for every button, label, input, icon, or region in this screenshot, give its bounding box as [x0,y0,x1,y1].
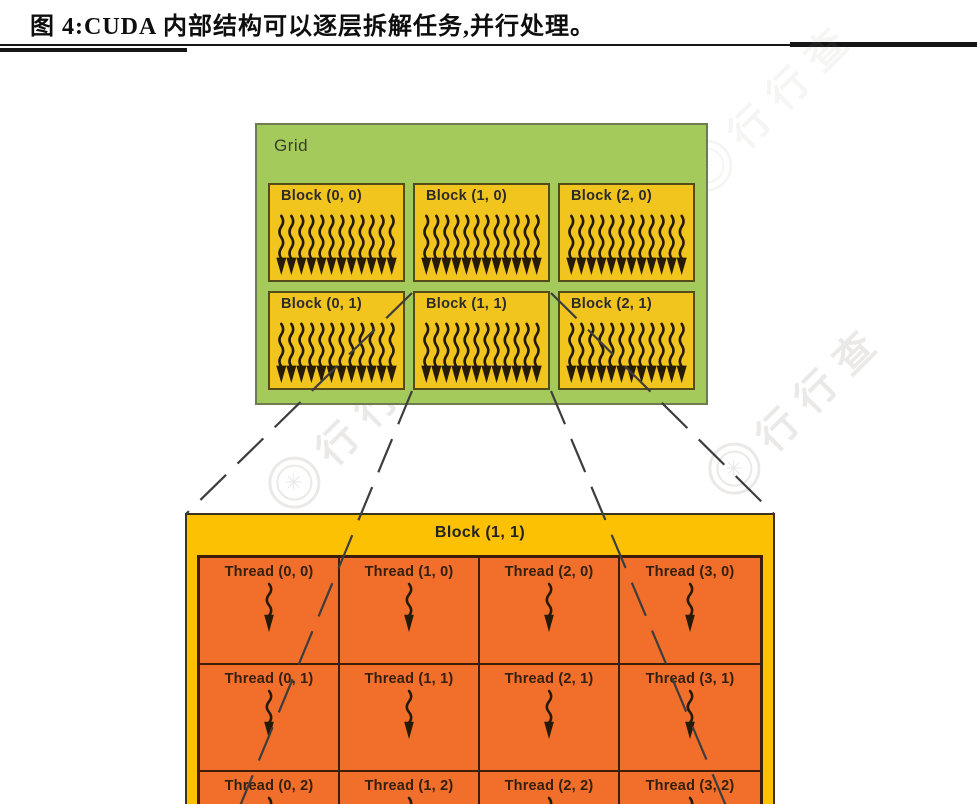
thread-label: Thread (3, 1) [645,671,735,687]
thread-cell: Thread (3, 2) [620,772,760,804]
watermark-text: 行行查 [720,11,867,158]
thread-cell: Thread (2, 1) [480,665,620,772]
thread-squiggles-icon [421,322,542,384]
thread-arrow-icon [685,582,695,633]
thread-cell: Thread (1, 2) [340,772,480,804]
figure-caption-text: 图 4:CUDA 内部结构可以逐层拆解任务,并行处理。 [30,14,595,40]
thread-table: Thread (0, 0) Thread (1, 0) Thread (2, 0) T… [197,555,763,804]
thread-arrow-icon [688,796,694,804]
block-label: Block (1, 0) [426,188,507,204]
thread-label: Thread (1, 2) [364,778,454,794]
grid-block: Block (1, 0) [413,183,550,282]
thread-cell: Thread (1, 1) [340,665,480,772]
thread-cell: Thread (3, 0) [620,558,760,665]
thread-label: Thread (2, 0) [504,564,594,580]
grid-block: Block (2, 1) [558,291,695,390]
block-label: Block (0, 0) [281,188,362,204]
watermark-logo-icon [257,445,332,520]
watermark-text: 行行查 [748,314,895,461]
thread-label: Thread (3, 2) [645,778,735,794]
thread-cell: Thread (0, 1) [200,665,340,772]
thread-squiggles-icon [421,214,542,276]
thread-label: Thread (1, 1) [364,671,454,687]
thread-squiggles-icon [276,214,397,276]
block-label: Block (2, 0) [571,188,652,204]
thread-label: Thread (2, 2) [504,778,594,794]
thread-cell: Thread (0, 0) [200,558,340,665]
expanded-block-label: Block (1, 1) [434,524,526,541]
thread-arrow-icon [544,582,554,633]
thread-arrow-icon [404,582,414,633]
grid-block: Block (1, 1) [413,291,550,390]
thread-arrow-icon [547,796,553,804]
thread-cell: Thread (3, 1) [620,665,760,772]
thread-arrow-icon [544,689,554,740]
caption-rule-right-segment [790,42,977,47]
grid-blocks: Block (0, 0) Block (1, 0) Block (2, 0) Bloc… [268,183,695,390]
thread-arrow-icon [264,689,274,740]
thread-label: Thread (0, 0) [224,564,314,580]
thread-label: Thread (3, 0) [645,564,735,580]
cuda-grid-box: Grid Block (0, 0) Block (1, 0) Block (2, 0… [255,123,708,405]
thread-squiggles-icon [566,214,687,276]
thread-squiggles-icon [276,322,397,384]
thread-arrow-icon [264,582,274,633]
thread-label: Thread (0, 2) [224,778,314,794]
thread-label: Thread (1, 0) [364,564,454,580]
grid-block: Block (0, 0) [268,183,405,282]
watermark: 行行查 [695,307,896,508]
thread-cell: Thread (2, 0) [480,558,620,665]
thread-cell: Thread (0, 2) [200,772,340,804]
thread-squiggles-icon [566,322,687,384]
grid-label: Grid [274,136,309,155]
grid-block: Block (2, 0) [558,183,695,282]
thread-cell: Thread (2, 2) [480,772,620,804]
thread-arrow-icon [267,796,273,804]
block-label: Block (2, 1) [571,296,652,312]
thread-arrow-icon [404,689,414,740]
expanded-block-box: Block (1, 1) Thread (0, 0)Thread (1, 0)T… [185,513,775,804]
thread-cell: Thread (1, 0) [340,558,480,665]
caption-rule-left-segment [0,48,187,52]
thread-label: Thread (2, 1) [504,671,594,687]
thread-arrow-icon [407,796,413,804]
block-label: Block (1, 1) [426,296,507,312]
caption-rule [0,44,977,46]
watermark-logo-icon [697,431,772,506]
block-label: Block (0, 1) [281,296,362,312]
grid-block: Block (0, 1) [268,291,405,390]
thread-arrow-icon [685,689,695,740]
thread-label: Thread (0, 1) [224,671,314,687]
